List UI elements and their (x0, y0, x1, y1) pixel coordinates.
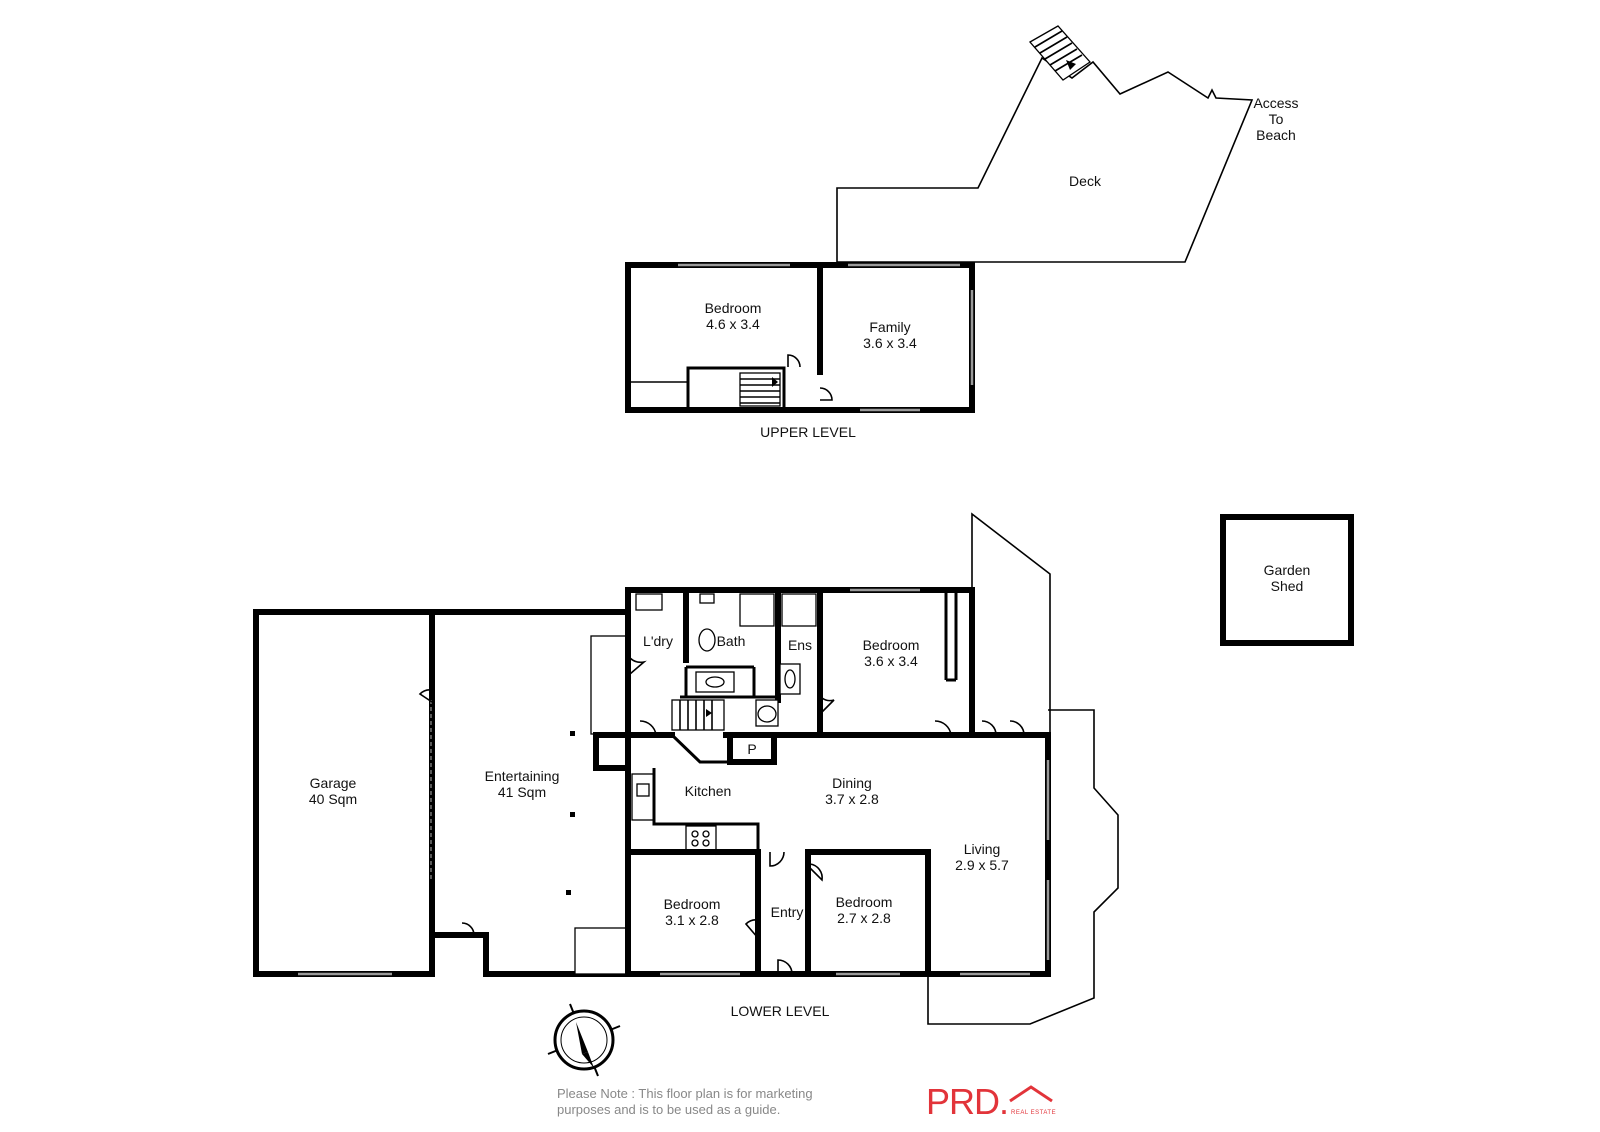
deck-label: Deck (1069, 173, 1102, 189)
pantry (727, 732, 777, 765)
garage-name: Garage (310, 775, 357, 791)
logo-brand: PRD. (926, 1081, 1008, 1122)
dining-name: Dining (832, 775, 872, 791)
upper-bedroom-name: Bedroom (705, 300, 762, 316)
entertaining-size: 41 Sqm (498, 784, 546, 800)
lower-stairs (671, 699, 725, 731)
garden-shed: Garden Shed (1220, 514, 1354, 646)
bath-label: Bath (717, 633, 746, 649)
upper-stairs-box (686, 366, 786, 412)
deck-outline (836, 56, 1254, 263)
kitchen-walls (670, 733, 732, 764)
roof-icon (1009, 1085, 1053, 1103)
entertaining-walls (429, 609, 631, 977)
family-name: Family (869, 319, 910, 335)
lower-level: Garage 40 Sqm Entertaining 41 Sqm L'dry … (253, 512, 1119, 1025)
lower-level-heading: LOWER LEVEL (731, 1003, 830, 1019)
garage-size: 40 Sqm (309, 791, 357, 807)
note-line-2: purposes and is to be used as a guide. (557, 1102, 780, 1117)
entertaining-name: Entertaining (485, 768, 560, 784)
living-deck (927, 709, 1119, 1025)
side-path (971, 512, 1051, 735)
pantry-label: P (747, 741, 756, 757)
logo-tagline: REAL ESTATE (1011, 1110, 1056, 1116)
garden-shed-label-1: Garden (1264, 562, 1311, 578)
living-size: 2.9 x 5.7 (955, 857, 1009, 873)
bedroom-2-size: 3.1 x 2.8 (665, 912, 719, 928)
kitchen-label: Kitchen (685, 783, 732, 799)
access-label-2: To (1269, 111, 1284, 127)
compass-icon (547, 1003, 621, 1077)
bedroom-2-name: Bedroom (664, 896, 721, 912)
access-label-3: Beach (1256, 127, 1296, 143)
family-size: 3.6 x 3.4 (863, 335, 917, 351)
bedroom-3-size: 2.7 x 2.8 (837, 910, 891, 926)
dining-size: 3.7 x 2.8 (825, 791, 879, 807)
upper-bedroom-size: 4.6 x 3.4 (706, 316, 760, 332)
ensuite-label: Ens (788, 637, 812, 653)
main-bedroom-size: 3.6 x 3.4 (864, 653, 918, 669)
entry-label: Entry (771, 904, 804, 920)
main-bedroom-name: Bedroom (863, 637, 920, 653)
upper-level: Deck Access To Beach Bedroom 4.6 x 3.4 F… (625, 25, 1299, 440)
living-name: Living (964, 841, 1001, 857)
upper-level-heading: UPPER LEVEL (760, 424, 856, 440)
access-label-1: Access (1253, 95, 1298, 111)
upper-stairs (739, 372, 781, 407)
upper-outer-wall (625, 262, 975, 413)
garden-shed-label-2: Shed (1271, 578, 1304, 594)
deck-stairs (1028, 25, 1091, 81)
laundry-label: L'dry (643, 633, 673, 649)
bedroom-3-name: Bedroom (836, 894, 893, 910)
prd-logo: PRD. REAL ESTATE (926, 1081, 1056, 1122)
note-line-1: Please Note : This floor plan is for mar… (557, 1086, 813, 1101)
